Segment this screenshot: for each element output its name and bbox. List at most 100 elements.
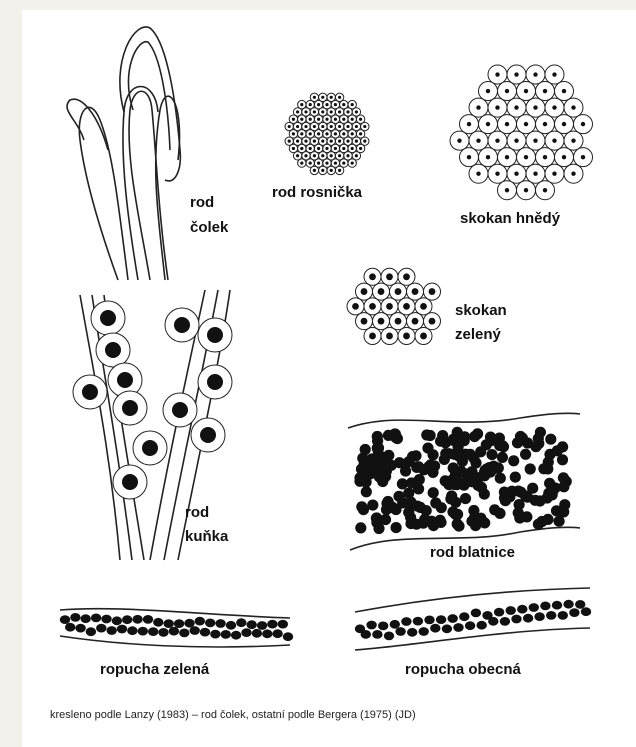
rosnicka-egg-core [304, 110, 307, 113]
obecna-egg [558, 611, 568, 620]
zeleny-egg-core [395, 318, 402, 325]
obecna-egg [517, 605, 527, 614]
kunka-egg-core [82, 384, 98, 400]
blatnice-egg [508, 455, 519, 466]
obecna-egg [465, 621, 475, 630]
blatnice-egg [366, 453, 377, 464]
zeleny-egg-core [429, 288, 436, 295]
hnedy-egg-core [571, 172, 575, 176]
rosnicka-egg-core [309, 132, 312, 135]
label-rod-colek-1: rod [190, 190, 214, 216]
blatnice-egg [489, 463, 500, 474]
obecna-egg [401, 617, 411, 626]
zeleny-egg-core [420, 303, 427, 310]
rosnicka-egg-core [325, 103, 328, 106]
obecna-egg [546, 611, 556, 620]
rosnicka-egg-core [325, 147, 328, 150]
rosnicka-egg-core [346, 110, 349, 113]
hnedy-egg-core [581, 122, 585, 126]
blatnice-egg [373, 523, 384, 534]
rosnicka-egg-cluster [285, 93, 369, 174]
rosnicka-egg-core [342, 132, 345, 135]
rosnicka-egg-core [309, 161, 312, 164]
rosnicka-egg-core [321, 96, 324, 99]
zelena-egg [96, 624, 106, 633]
zelena-egg [236, 618, 246, 627]
zelena-egg [101, 615, 111, 624]
blatnice-egg [383, 430, 394, 441]
zelena-egg [200, 628, 210, 637]
zeleny-egg-core [403, 273, 410, 280]
zelena-egg [138, 627, 148, 636]
hnedy-egg-core [467, 122, 471, 126]
blatnice-egg [435, 436, 446, 447]
obecna-egg [424, 616, 434, 625]
zelena-egg [143, 615, 153, 624]
hnedy-egg-core [476, 138, 480, 142]
rosnicka-egg-core [309, 147, 312, 150]
hnedy-egg-core [505, 188, 509, 192]
label-rod-colek-2: čolek [190, 215, 228, 241]
blatnice-egg [545, 434, 556, 445]
blatnice-egg [552, 445, 563, 456]
obecna-egg [436, 615, 446, 624]
rosnicka-egg-core [359, 147, 362, 150]
zeleny-egg-core [403, 333, 410, 340]
rosnicka-egg-core [346, 140, 349, 143]
rosnicka-egg-core [338, 96, 341, 99]
rosnicka-egg-core [351, 118, 354, 121]
obecna-egg [471, 609, 481, 618]
rosnicka-egg-core [338, 110, 341, 113]
zelena-egg [257, 621, 267, 630]
zelena-egg [86, 627, 96, 636]
zeleny-egg-core [378, 318, 385, 325]
obecna-egg [419, 627, 429, 636]
rosnicka-egg-core [334, 132, 337, 135]
hnedy-egg-core [533, 172, 537, 176]
rosnicka-egg-core [325, 118, 328, 121]
obecna-egg [413, 617, 423, 626]
hnedy-egg-core [524, 89, 528, 93]
label-rod-rosnicka: rod rosnička [272, 180, 362, 206]
hnedy-egg-core [476, 105, 480, 109]
obecna-egg [488, 617, 498, 626]
label-skokan-zeleny-1: skokan [455, 298, 507, 324]
blatnice-egg [559, 499, 570, 510]
zeleny-egg-core [369, 303, 376, 310]
rosnicka-egg-core [300, 118, 303, 121]
blatnice-egg [439, 454, 450, 465]
ropucha-obecna-strand [355, 588, 590, 650]
label-rod-kunka-2: kuňka [185, 524, 228, 550]
hnedy-egg-core [514, 172, 518, 176]
zelena-egg [107, 626, 117, 635]
rosnicka-egg-core [317, 103, 320, 106]
blatnice-egg [390, 504, 401, 515]
rosnicka-egg-core [355, 125, 358, 128]
obecna-egg [395, 627, 405, 636]
rosnicka-egg-core [355, 154, 358, 157]
rosnicka-egg-core [304, 154, 307, 157]
rosnicka-egg-core [313, 169, 316, 172]
blatnice-eggs [354, 427, 571, 534]
hnedy-egg-core [457, 138, 461, 142]
blatnice-egg [517, 433, 528, 444]
blatnice-egg [520, 490, 531, 501]
obecna-egg [500, 617, 510, 626]
rosnicka-egg-core [313, 96, 316, 99]
kunka-egg-core [200, 427, 216, 443]
blatnice-egg [510, 472, 521, 483]
obecna-egg [534, 612, 544, 621]
hnedy-egg-core [524, 155, 528, 159]
rosnicka-egg-core [346, 154, 349, 157]
kunka-egg-core [207, 374, 223, 390]
blatnice-egg [428, 520, 439, 531]
blatnice-egg [406, 477, 417, 488]
blatnice-egg [542, 514, 553, 525]
zelena-egg [247, 620, 257, 629]
rosnicka-egg-core [351, 103, 354, 106]
zelena-egg [65, 623, 75, 632]
rosnicka-egg-core [342, 161, 345, 164]
blatnice-egg [533, 519, 544, 530]
obecna-egg [494, 608, 504, 617]
